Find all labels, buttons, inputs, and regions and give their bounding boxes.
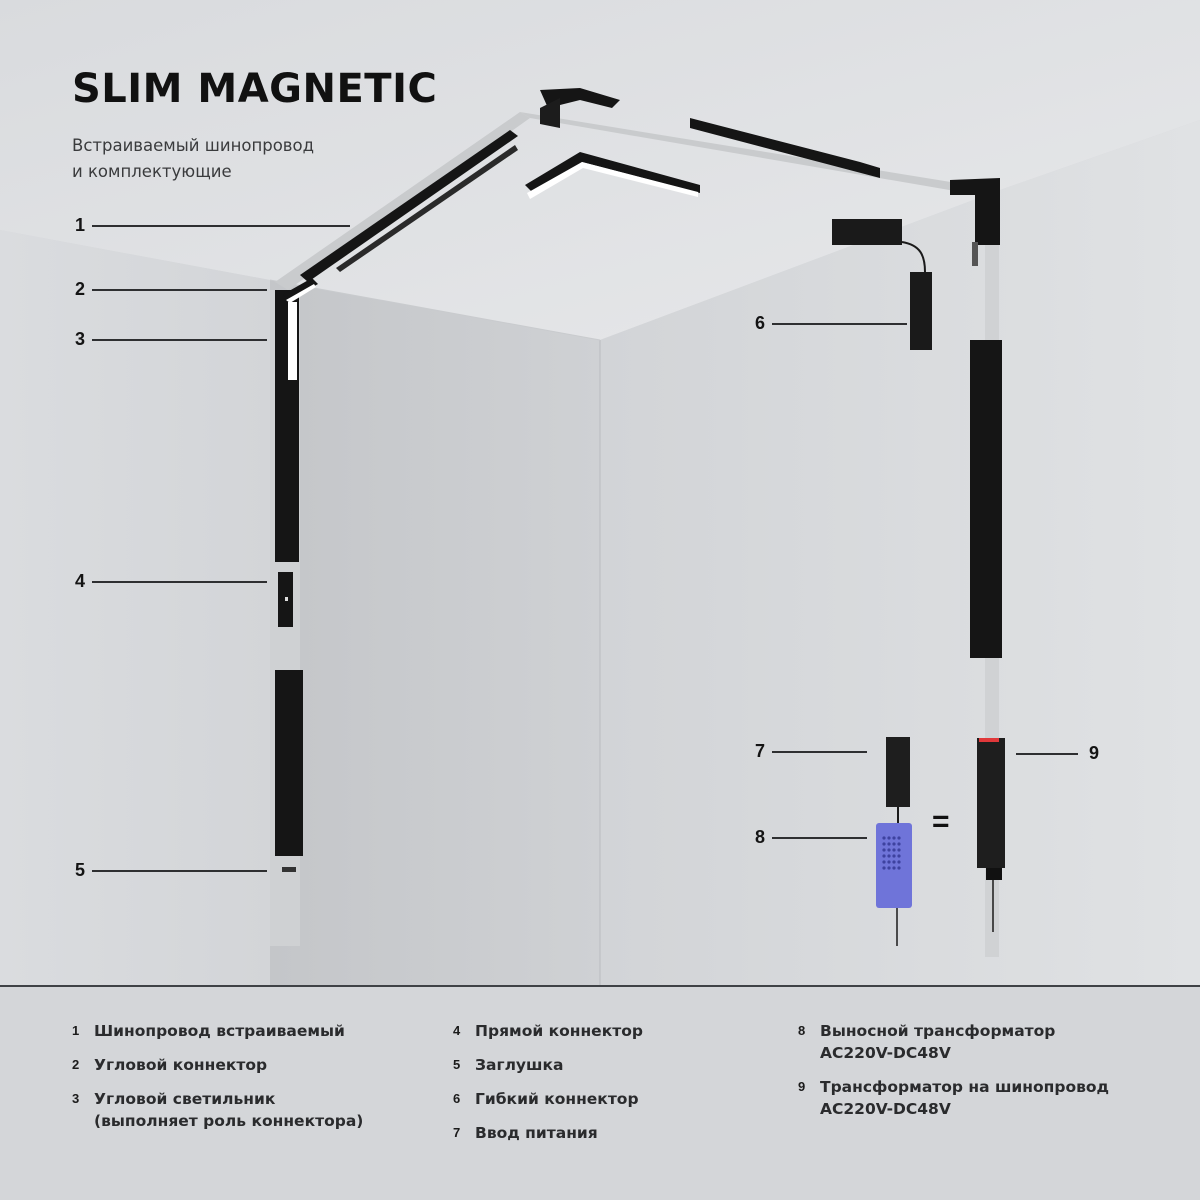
leader-line bbox=[1016, 752, 1078, 755]
legend-item-4: 4 Прямой коннектор bbox=[453, 1022, 643, 1040]
flexible-connector-body bbox=[910, 272, 932, 350]
end-cap bbox=[282, 867, 296, 872]
equals-sign: = bbox=[932, 805, 950, 838]
legend-item-6: 6 Гибкий коннектор bbox=[453, 1090, 639, 1108]
legend-column-2: 4 Прямой коннектор 5 Заглушка 6 Гибкий к… bbox=[453, 1020, 643, 1156]
leader-line bbox=[772, 836, 867, 839]
callout-1: 1 bbox=[72, 215, 350, 236]
power-input bbox=[886, 737, 910, 807]
page-title: SLIM MAGNETIC bbox=[72, 66, 438, 112]
callout-8: 8 bbox=[752, 827, 867, 848]
callout-7: 7 bbox=[752, 741, 867, 762]
corner-luminaire-ceiling bbox=[525, 152, 700, 195]
page-subtitle: Встраиваемый шинопровод и комплектующие bbox=[72, 133, 392, 185]
leader-line bbox=[772, 322, 907, 325]
callout-6: 6 bbox=[752, 313, 907, 334]
legend-item-2: 2 Угловой коннектор bbox=[72, 1056, 268, 1074]
callout-4: 4 bbox=[72, 571, 267, 592]
legend-column-3: 8 Выносной трансформатор AC220V-DC48V 9 … bbox=[798, 1020, 1109, 1132]
callout-9: 9 bbox=[1016, 743, 1102, 764]
track-wall-right bbox=[970, 340, 1002, 658]
section-divider bbox=[0, 985, 1200, 987]
legend-item-3: 3 Угловой светильник (выполняет роль кон… bbox=[72, 1090, 364, 1130]
leader-line bbox=[92, 580, 267, 583]
legend-item-1: 1 Шинопровод встраиваемый bbox=[72, 1022, 345, 1040]
callout-5: 5 bbox=[72, 860, 267, 881]
leader-line bbox=[92, 288, 267, 291]
legend-column-1: 1 Шинопровод встраиваемый 2 Угловой конн… bbox=[72, 1020, 363, 1144]
right-wall bbox=[600, 120, 1200, 986]
leader-line bbox=[92, 224, 350, 227]
leader-line bbox=[92, 338, 267, 341]
legend-item-5: 5 Заглушка bbox=[453, 1056, 564, 1074]
legend-item-7: 7 Ввод питания bbox=[453, 1124, 598, 1142]
legend-item-8: 8 Выносной трансформатор AC220V-DC48V bbox=[798, 1022, 1056, 1062]
status-indicator-red bbox=[979, 738, 999, 742]
track-ceiling-right bbox=[690, 118, 880, 178]
corner-luminaire-wall bbox=[288, 302, 297, 380]
subtitle-line-1: Встраиваемый шинопровод bbox=[72, 136, 315, 155]
leader-line bbox=[92, 869, 267, 872]
track-ceiling-left bbox=[300, 130, 518, 282]
callout-3: 3 bbox=[72, 329, 267, 350]
remote-transformer bbox=[876, 823, 912, 908]
corner-connector-right bbox=[950, 178, 1000, 245]
back-wall bbox=[270, 280, 600, 986]
track-transformer bbox=[977, 738, 1005, 868]
track-wall-left-lower bbox=[275, 670, 303, 856]
left-wall bbox=[0, 230, 270, 986]
product-illustration bbox=[0, 0, 1200, 986]
legend-item-9: 9 Трансформатор на шинопровод AC220V-DC4… bbox=[798, 1078, 1110, 1118]
subtitle-line-2: и комплектующие bbox=[72, 162, 232, 181]
callout-2: 2 bbox=[72, 279, 267, 300]
flexible-connector-head bbox=[832, 219, 902, 245]
leader-line bbox=[772, 750, 867, 753]
room-scene bbox=[0, 0, 1200, 986]
